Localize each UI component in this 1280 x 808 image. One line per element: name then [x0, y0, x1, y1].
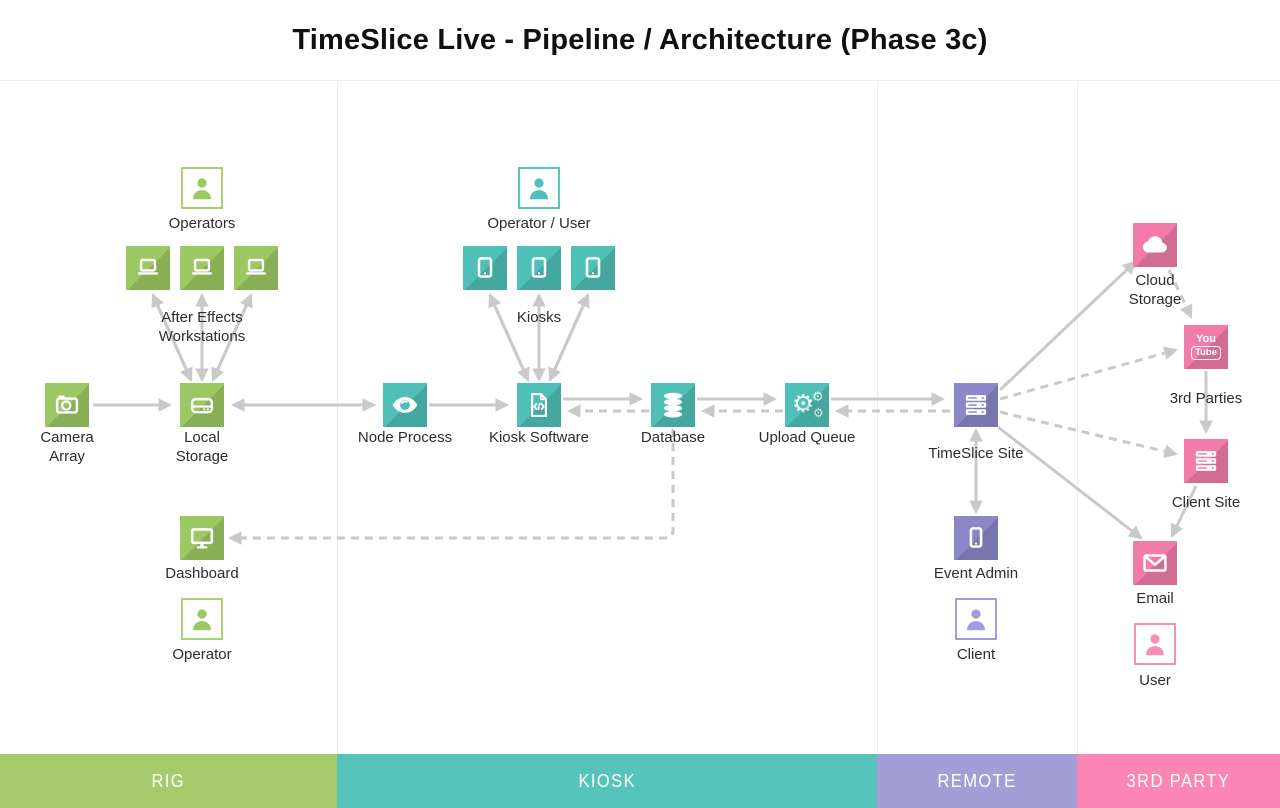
cloud-storage-label: Cloud Storage: [1128, 272, 1182, 308]
upload-queue-node: ⚙ ⚙ ⚙: [785, 383, 829, 427]
node-process-node: [383, 383, 427, 427]
person-icon: [193, 609, 211, 631]
cloud-storage-node: [1133, 223, 1177, 267]
kiosk-software-label: Kiosk Software: [488, 429, 590, 446]
section-divider: [877, 81, 878, 754]
camera-icon: [55, 395, 79, 414]
section-divider: [1077, 81, 1078, 754]
kiosk-node: [571, 246, 615, 290]
local-storage-label: Local Storage: [175, 429, 229, 465]
section-rig-label: RIG: [151, 770, 186, 791]
code-document-icon: [531, 393, 547, 417]
operator-label: Operator: [172, 646, 232, 663]
phone-icon: [969, 527, 983, 548]
camera-array-label: Camera Array: [40, 429, 94, 465]
person-icon: [530, 178, 548, 200]
workstation-node: [234, 246, 278, 290]
section-rig: RIG: [0, 754, 337, 808]
camera-array-node: [45, 383, 89, 427]
eye-icon: [392, 397, 418, 413]
database-label: Database: [640, 429, 706, 446]
section-divider: [337, 81, 338, 754]
operator-node: [181, 598, 223, 640]
monitor-icon: [190, 528, 214, 549]
section-third-party-label: 3RD PARTY: [1126, 770, 1231, 791]
node-process-label: Node Process: [357, 429, 453, 446]
page-title: TimeSlice Live - Pipeline / Architecture…: [292, 23, 988, 56]
storage-drive-icon: [190, 397, 214, 414]
email-node: [1133, 541, 1177, 585]
tablet-icon: [585, 257, 601, 278]
dashboard-label: Dashboard: [165, 565, 239, 582]
database-icon: [663, 392, 683, 418]
timeslice-site-node: [954, 383, 998, 427]
laptop-icon: [246, 258, 266, 275]
section-kiosk-label: KIOSK: [578, 770, 636, 791]
person-icon: [193, 178, 211, 200]
local-storage-node: [180, 383, 224, 427]
user-label: User: [1139, 672, 1171, 689]
person-icon: [1146, 634, 1164, 656]
event-admin-label: Event Admin: [933, 565, 1019, 582]
client-site-node: [1184, 439, 1228, 483]
kiosk-node: [517, 246, 561, 290]
operator-user-node: [518, 167, 560, 209]
client-node: [955, 598, 997, 640]
section-legend: RIG KIOSK REMOTE 3RD PARTY: [0, 754, 1280, 808]
laptop-icon: [138, 258, 158, 275]
timeslice-site-label: TimeSlice Site: [928, 445, 1024, 462]
youtube-icon: You Tube: [1191, 333, 1221, 361]
third-parties-label: 3rd Parties: [1169, 390, 1243, 407]
workstation-node: [180, 246, 224, 290]
operator-user-label: Operator / User: [487, 215, 591, 232]
kiosk-node: [463, 246, 507, 290]
kiosks-label: Kiosks: [516, 309, 562, 326]
database-node: [651, 383, 695, 427]
workstation-node: [126, 246, 170, 290]
section-kiosk: KIOSK: [337, 754, 877, 808]
operators-node: [181, 167, 223, 209]
upload-queue-label: Upload Queue: [758, 429, 856, 446]
envelope-icon: [1143, 554, 1167, 572]
user-node: [1134, 623, 1176, 665]
youtube-node: You Tube: [1184, 325, 1228, 369]
client-label: Client: [956, 646, 996, 663]
tablet-icon: [477, 257, 493, 278]
tablet-icon: [531, 257, 547, 278]
header: TimeSlice Live - Pipeline / Architecture…: [0, 0, 1280, 81]
laptop-icon: [192, 258, 212, 275]
server-icon: [1195, 451, 1217, 471]
operators-label: Operators: [168, 215, 236, 232]
after-effects-workstations-label: After Effects Workstations: [158, 309, 246, 345]
event-admin-node: [954, 516, 998, 560]
person-icon: [967, 609, 985, 631]
email-label: Email: [1136, 590, 1174, 607]
kiosk-software-node: [517, 383, 561, 427]
server-icon: [965, 395, 987, 415]
gears-icon: ⚙ ⚙ ⚙: [792, 389, 824, 420]
section-third-party: 3RD PARTY: [1077, 754, 1280, 808]
section-remote-label: REMOTE: [937, 770, 1017, 791]
dashboard-node: [180, 516, 224, 560]
cloud-icon: [1142, 236, 1167, 253]
client-site-label: Client Site: [1171, 494, 1241, 511]
section-remote: REMOTE: [877, 754, 1077, 808]
